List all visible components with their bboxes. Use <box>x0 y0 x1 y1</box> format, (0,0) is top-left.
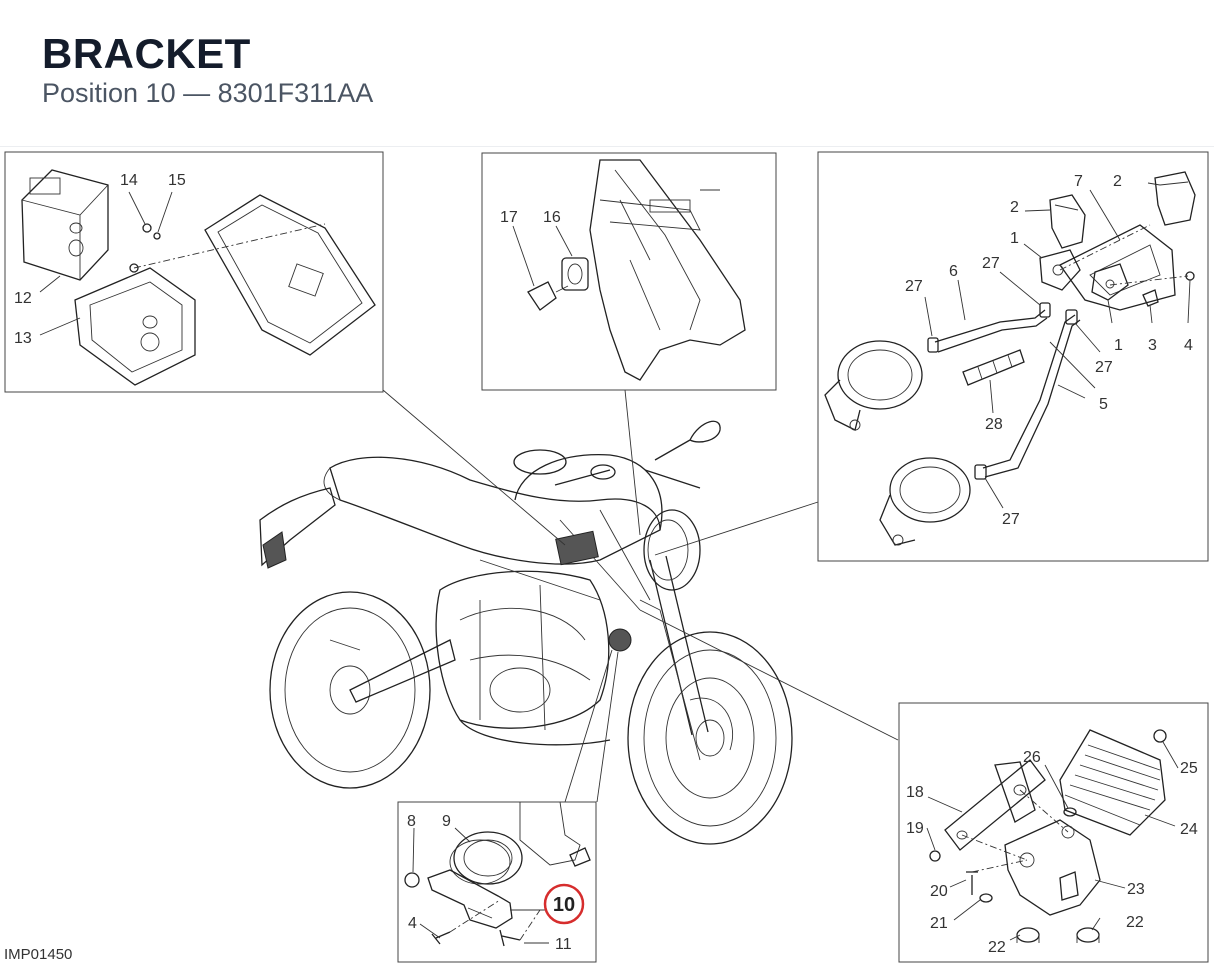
callout-27-mid: 27 <box>1095 359 1113 376</box>
callout-24: 24 <box>1180 821 1198 838</box>
callout-26: 26 <box>1023 749 1041 766</box>
callout-23: 23 <box>1127 881 1145 898</box>
callout-22-right: 22 <box>1126 914 1144 931</box>
callout-20: 20 <box>930 883 948 900</box>
callout-27-left: 27 <box>905 278 923 295</box>
callout-16: 16 <box>543 209 561 226</box>
callout-19: 19 <box>906 820 924 837</box>
panel-ecu: 14 15 12 13 <box>4 151 384 393</box>
callout-18: 18 <box>906 784 924 801</box>
callout-11: 11 <box>555 936 572 953</box>
callout-27-bottom: 27 <box>1002 511 1020 528</box>
callout-1-lower: 1 <box>1114 337 1123 354</box>
callout-5: 5 <box>1099 396 1108 413</box>
panel-frame: 17 16 <box>481 152 777 391</box>
callout-1-upper: 1 <box>1010 230 1019 247</box>
callout-27-top: 27 <box>982 255 1000 272</box>
image-code: IMP01450 <box>4 946 73 963</box>
callout-17: 17 <box>500 209 518 226</box>
motorcycle-overview <box>259 389 899 845</box>
callout-28: 28 <box>985 416 1003 433</box>
page-subtitle: Position 10 — 8301F311AA <box>42 78 374 108</box>
highlight-position-circle <box>543 883 585 925</box>
callout-6: 6 <box>949 263 958 280</box>
callout-10-highlighted: 10 <box>553 894 575 916</box>
callout-9: 9 <box>442 813 451 830</box>
callout-21: 21 <box>930 915 948 932</box>
panel-throttle: 7 2 2 1 27 6 27 1 3 4 27 5 28 27 <box>817 151 1209 562</box>
header-divider <box>0 146 1214 147</box>
panel-horn: 10 8 9 4 11 <box>397 801 597 963</box>
callout-13: 13 <box>14 330 32 347</box>
panel-regulator: 18 19 20 21 22 22 23 24 25 26 <box>898 702 1209 963</box>
page-title: BRACKET <box>42 30 251 77</box>
callout-22-left: 22 <box>988 939 1006 956</box>
callout-7: 7 <box>1074 173 1083 190</box>
callout-4-horn: 4 <box>408 915 417 932</box>
callout-12: 12 <box>14 290 32 307</box>
callout-3: 3 <box>1148 337 1157 354</box>
callout-8: 8 <box>407 813 416 830</box>
callout-4: 4 <box>1184 337 1193 354</box>
callout-15: 15 <box>168 172 186 189</box>
callout-2-left: 2 <box>1010 199 1019 216</box>
callout-14: 14 <box>120 172 138 189</box>
callout-2-right: 2 <box>1113 173 1122 190</box>
callout-25: 25 <box>1180 760 1198 777</box>
